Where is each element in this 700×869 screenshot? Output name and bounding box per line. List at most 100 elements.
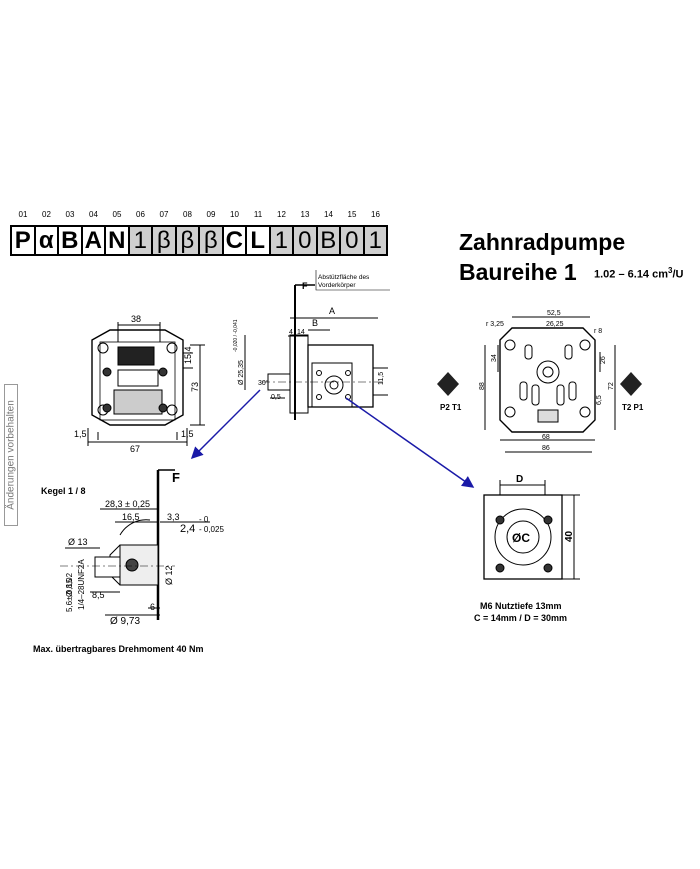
port-dim-40: 40: [564, 530, 575, 542]
code-cell: β: [151, 225, 177, 256]
dim-d973: Ø 9,73: [110, 616, 140, 627]
dim-88: 88: [479, 382, 486, 390]
port-dim-oc: ØC: [512, 531, 530, 545]
code-position-number: 01: [18, 210, 28, 219]
dim-d12: Ø 12: [164, 565, 174, 585]
code-cell: 0: [339, 225, 365, 256]
port-label-p2t1: P2 T1: [440, 403, 462, 412]
dim-15-4: 15,4: [183, 346, 193, 364]
dim-283: 28,3 ± 0,25: [105, 499, 150, 509]
right-rear-view: [484, 316, 616, 453]
dim-56: 5,6± 0,15: [65, 578, 74, 612]
code-cell: P: [10, 225, 36, 256]
port-label-t2p1: T2 P1: [622, 403, 644, 412]
center-dim-b: B: [312, 318, 318, 328]
center-dim-tolerance: -0,020 / -0,041: [233, 319, 239, 352]
code-position-number: 15: [347, 210, 357, 219]
dim-85: 8,5: [92, 590, 105, 600]
center-dim-30: 30°: [258, 379, 269, 387]
dim-r8: r 8: [594, 328, 602, 335]
center-dim-115: 11,5: [378, 372, 385, 385]
code-cell: B: [57, 225, 83, 256]
code-cell: 1: [362, 225, 388, 256]
code-position-number: 07: [159, 210, 169, 219]
port-thread-note: M6 Nutztiefe 13mm: [480, 601, 562, 611]
dim-33: 3,3: [167, 512, 180, 522]
dim-68: 68: [542, 434, 550, 441]
code-position-number: 12: [277, 210, 286, 219]
series-title: Baureihe 1: [459, 259, 577, 285]
center-force-f: F: [302, 281, 308, 291]
shaft-detail-drawing: [60, 469, 210, 620]
code-cell: C: [221, 225, 247, 256]
flow-arrow-left-icon: [437, 372, 459, 396]
center-dim-4: 4: [289, 329, 293, 336]
dim-65: 6,5: [596, 395, 603, 405]
kegel-label: Kegel 1 / 8: [41, 486, 86, 496]
left-front-view: [87, 322, 205, 446]
dim-67: 67: [130, 444, 140, 454]
dim-15-left: 1,5: [74, 429, 87, 439]
dim-15-right: 1,5: [181, 429, 194, 439]
dim-72: 72: [608, 382, 615, 390]
dim-38: 38: [131, 314, 141, 324]
dim-525: 52,5: [547, 310, 561, 317]
dim-86: 86: [542, 445, 550, 452]
dim-r325: r 3,25: [486, 321, 504, 328]
technical-drawing: 38 67 73 1,5 1,5 15,4 F Abstützfläche de…: [41, 270, 644, 627]
range-value: 1.02 – 6.14 cm: [594, 268, 669, 281]
code-position-number: 06: [136, 210, 145, 219]
code-cell: N: [104, 225, 130, 256]
code-position-number: 02: [42, 210, 51, 219]
dim-d802: Ø 8,02: [65, 572, 74, 597]
leader-arrow-port: [345, 397, 475, 488]
port-size-note: C = 14mm / D = 30mm: [474, 613, 568, 623]
dim-34: 34: [491, 354, 498, 362]
code-cell: 0: [292, 225, 318, 256]
code-position-number: 11: [253, 210, 263, 219]
range-sup: 3: [668, 266, 673, 275]
code-position-number: 03: [65, 210, 75, 219]
shaft-force-f: F: [172, 470, 180, 485]
page-title: Zahnradpumpe: [459, 229, 626, 255]
center-dim-05: 0,5: [271, 394, 281, 401]
center-side-view: [244, 270, 390, 420]
center-dim-a: A: [329, 306, 335, 316]
dim-2625: 26,25: [546, 321, 564, 328]
tol-0: - 0: [199, 515, 209, 524]
dim-26: 26: [600, 356, 607, 364]
dim-165: 16,5: [122, 512, 140, 522]
dim-73: 73: [190, 382, 200, 392]
dim-24: 2,4: [180, 523, 195, 535]
center-dim-diameter: Ø 25,35: [238, 360, 245, 385]
code-cell: L: [245, 225, 271, 256]
code-position-number: 05: [112, 210, 122, 219]
code-position-number: 09: [206, 210, 216, 219]
torque-note: Max. übertragbares Drehmoment 40 Nm: [33, 644, 204, 654]
code-position-number: 08: [183, 210, 192, 219]
code-cell: A: [80, 225, 106, 256]
port-dim-d: D: [516, 474, 523, 485]
support-note-2: Vorderkörper: [318, 282, 356, 289]
side-note-box: Änderungen vorbehalten: [4, 384, 18, 526]
code-position-number: 10: [230, 210, 239, 219]
center-dim-14: 14: [297, 329, 305, 336]
port-detail-drawing: [483, 480, 580, 580]
code-cell: 1: [268, 225, 294, 256]
thread-unf: 1/4–28UNF2A: [77, 559, 86, 610]
code-position-number: 04: [89, 210, 98, 219]
dim-d13: Ø 13: [68, 537, 88, 547]
code-cell: 1: [127, 225, 153, 256]
support-note-1: Abstützfläche des: [318, 274, 370, 281]
range-unit: /U: [672, 268, 684, 281]
flow-arrow-right-icon: [620, 372, 642, 396]
displacement-range: 1.02 – 6.14 cm3/U: [594, 266, 683, 281]
tol-025: - 0,025: [199, 525, 224, 534]
code-cell: β: [198, 225, 224, 256]
leader-arrow-shaft: [190, 389, 261, 460]
code-cell: B: [315, 225, 341, 256]
code-position-number: 14: [324, 210, 333, 219]
dim-6: 6: [150, 602, 155, 612]
code-cell: β: [174, 225, 200, 256]
